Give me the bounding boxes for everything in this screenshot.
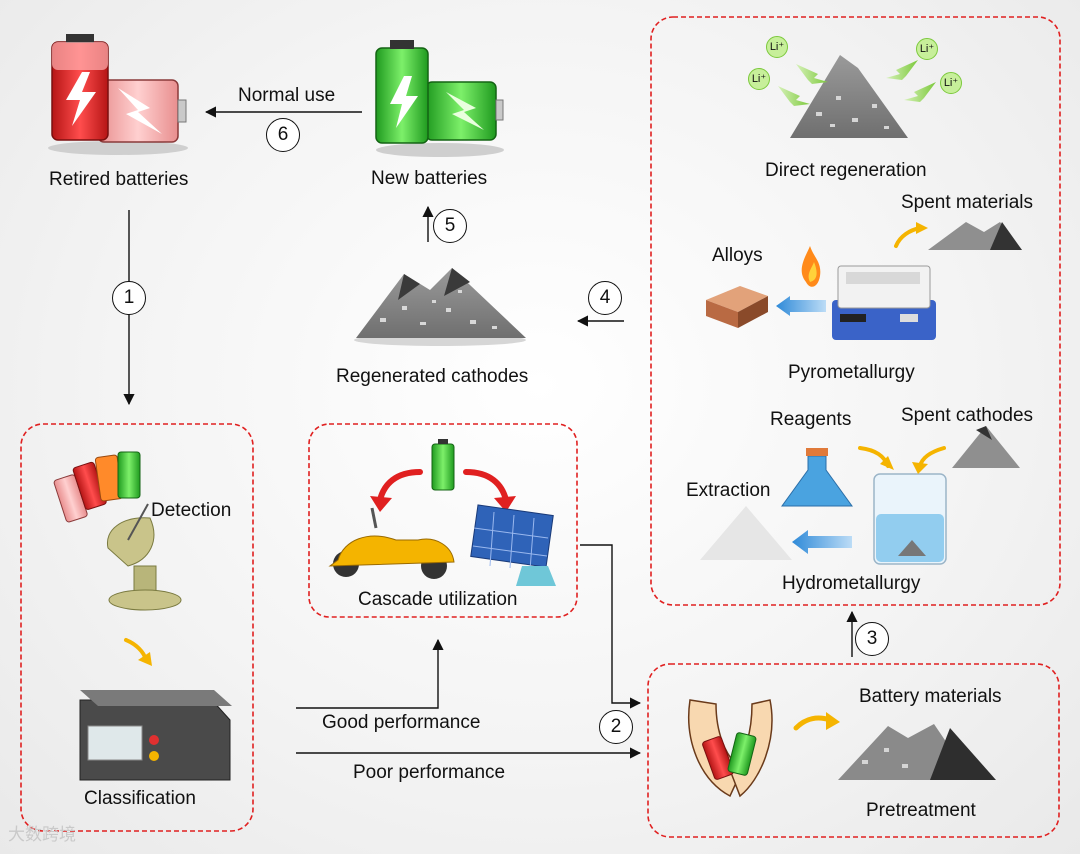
direct-regeneration-label: Direct regeneration bbox=[765, 160, 927, 181]
box-regeneration bbox=[650, 16, 1061, 606]
arrow-cascade-to-pretreatment bbox=[580, 544, 642, 709]
regenerated-cathodes-label: Regenerated cathodes bbox=[336, 366, 529, 387]
pretreatment-icon bbox=[688, 699, 996, 798]
cascade-utilization-icon bbox=[328, 439, 556, 586]
good-performance-label: Good performance bbox=[322, 712, 481, 733]
li-ion-badge-2: Li⁺ bbox=[748, 68, 770, 90]
step-5-badge: 5 bbox=[433, 209, 467, 243]
detection-label: Detection bbox=[151, 500, 232, 521]
box-classification bbox=[20, 423, 254, 832]
pretreatment-label: Pretreatment bbox=[866, 800, 976, 821]
normal-use-label: Normal use bbox=[238, 85, 336, 106]
step-2-badge: 2 bbox=[599, 710, 633, 744]
box-pretreatment bbox=[647, 663, 1060, 838]
battery-materials-label: Battery materials bbox=[859, 686, 1002, 707]
spent-cathodes-label: Spent cathodes bbox=[901, 405, 1034, 426]
step-4-badge: 4 bbox=[588, 281, 622, 315]
hydrometallurgy-label: Hydrometallurgy bbox=[782, 573, 921, 594]
direct-regeneration-icon bbox=[778, 55, 936, 138]
pyrometallurgy-icon bbox=[706, 246, 936, 340]
watermark: 大数跨境 bbox=[8, 825, 76, 845]
reagents-label: Reagents bbox=[770, 409, 852, 430]
detection-icon bbox=[53, 451, 182, 666]
new-batteries-icon bbox=[375, 40, 504, 157]
spent-materials-label: Spent materials bbox=[901, 192, 1034, 213]
regenerated-cathodes-icon bbox=[354, 268, 526, 346]
extraction-label: Extraction bbox=[686, 480, 771, 501]
hydrometallurgy-icon bbox=[700, 426, 1020, 565]
alloys-label: Alloys bbox=[712, 245, 763, 266]
step-1-badge: 1 bbox=[112, 281, 146, 315]
poor-performance-label: Poor performance bbox=[353, 762, 506, 783]
li-ion-badge-1: Li⁺ bbox=[766, 36, 788, 58]
step-6-badge: 6 bbox=[266, 118, 300, 152]
new-batteries-label: New batteries bbox=[371, 168, 488, 189]
pyrometallurgy-label: Pyrometallurgy bbox=[788, 362, 915, 383]
spent-materials-icon bbox=[894, 222, 1022, 250]
retired-batteries-label: Retired batteries bbox=[49, 169, 189, 190]
step-3-badge: 3 bbox=[855, 622, 889, 656]
classification-label: Classification bbox=[84, 788, 196, 809]
retired-batteries-icon bbox=[48, 34, 188, 155]
classification-icon bbox=[79, 690, 232, 781]
box-cascade bbox=[308, 423, 578, 618]
li-ion-badge-4: Li⁺ bbox=[940, 72, 962, 94]
cascade-utilization-label: Cascade utilization bbox=[358, 589, 518, 610]
li-ion-badge-3: Li⁺ bbox=[916, 38, 938, 60]
arrow-good-performance bbox=[296, 638, 444, 709]
